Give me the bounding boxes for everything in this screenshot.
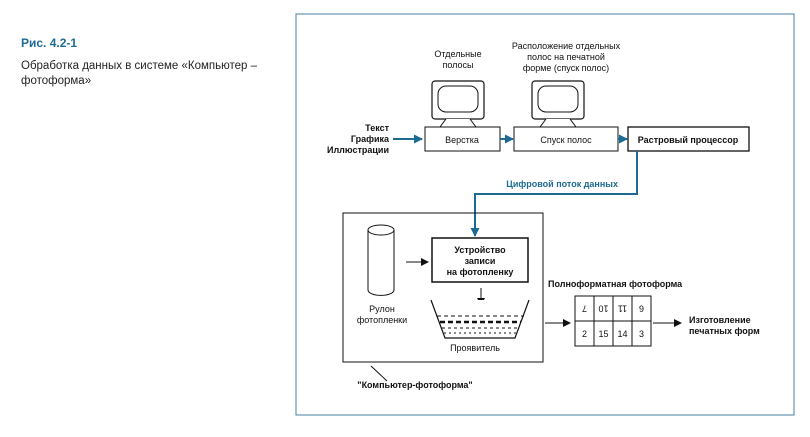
input-graphics-label: Графика xyxy=(351,134,390,144)
monitor2-label-line2: полос на печатной xyxy=(527,52,605,62)
page-number-bottom-3: 14 xyxy=(617,329,627,339)
system-box xyxy=(342,212,544,363)
monitor2-label-line1: Расположение отдельных xyxy=(512,41,621,51)
layout-box xyxy=(424,126,501,152)
system-leader-line xyxy=(370,365,388,382)
monitor-icon xyxy=(431,80,485,128)
recorder-label-line3: на фотопленку xyxy=(447,267,514,277)
page-number-top-3: 11 xyxy=(618,304,627,314)
input-illustrations-label: Иллюстрации xyxy=(327,145,389,155)
imposition-box-label: Спуск полос xyxy=(540,135,592,145)
full-format-film xyxy=(574,295,652,347)
monitor1-label-line1: Отдельные xyxy=(434,49,481,59)
recorder-label-line1: Устройство xyxy=(454,245,506,255)
diagram-frame xyxy=(295,13,795,416)
imposition-box xyxy=(513,126,619,152)
output-label-line2: печатных форм xyxy=(689,326,760,336)
rip-box xyxy=(627,126,750,152)
full-format-label: Полноформатная фотоформа xyxy=(548,279,683,289)
developer-tray-icon xyxy=(430,299,530,339)
monitor1-label-line2: полосы xyxy=(442,60,473,70)
rip-box-label: Растровый процессор xyxy=(638,135,739,145)
film-roll-icon xyxy=(367,224,395,296)
figure-number: Рис. 4.2-1 xyxy=(21,36,78,50)
page-number-bottom-4: 3 xyxy=(639,329,644,339)
recorder-box xyxy=(431,237,529,283)
data-stream-label: Цифровой поток данных xyxy=(506,179,618,189)
monitor-icon xyxy=(531,80,585,128)
monitor2-label-line3: форме (спуск полос) xyxy=(523,63,609,73)
page-number-top-4: 6 xyxy=(639,304,644,314)
input-text-label: Текст xyxy=(365,123,389,133)
figure-caption: Обработка данных в системе «Компьютер – … xyxy=(21,60,257,87)
page-number-bottom-2: 15 xyxy=(598,329,608,339)
layout-box-label: Верстка xyxy=(445,135,479,145)
recorder-label-line2: записи xyxy=(465,256,496,266)
film-roll-label-line1: Рулон xyxy=(369,304,395,314)
page-number-top-2: 10 xyxy=(598,304,608,314)
system-label: "Компьютер-фотоформа" xyxy=(357,380,472,390)
page-number-top-1: 7 xyxy=(582,304,587,314)
output-label-line1: Изготовление xyxy=(689,315,751,325)
data-stream-arrow xyxy=(470,151,638,237)
page-number-bottom-1: 2 xyxy=(582,329,587,339)
developer-label: Проявитель xyxy=(450,343,500,353)
film-roll-label-line2: фотопленки xyxy=(357,315,407,325)
